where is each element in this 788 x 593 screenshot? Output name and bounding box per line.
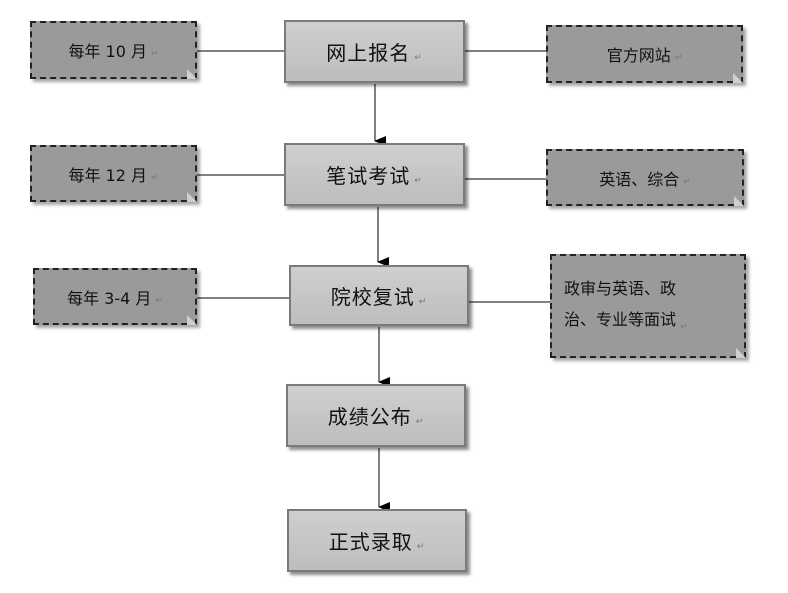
note-timing-march-april: 每年 3-4 月↵ [33,268,197,325]
note-line: 治、专业等面试↵ [564,304,688,339]
paragraph-mark-icon: ↵ [418,296,428,307]
paragraph-mark-icon: ↵ [683,176,691,187]
paragraph-mark-icon: ↵ [151,49,159,59]
note-detail-exam-subjects: 英语、综合↵ [546,149,744,206]
note-line: 政审与英语、政 [564,273,676,304]
note-label: 英语、综合 [599,169,680,189]
step-written-exam: 笔试考试↵ [284,143,465,206]
paragraph-mark-icon: ↵ [414,175,423,186]
note-label: 每年 3-4 月 [67,288,152,308]
note-label: 每年 12 月 [68,165,147,185]
paragraph-mark-icon: ↵ [151,172,159,183]
paragraph-mark-icon: ↵ [155,295,163,306]
step-results-announcement: 成绩公布↵ [286,384,466,447]
paragraph-mark-icon: ↵ [674,53,683,63]
step-label: 院校复试 [330,285,415,309]
step-label: 成绩公布 [327,405,412,429]
paragraph-mark-icon: ↵ [416,541,426,552]
step-label: 笔试考试 [326,164,411,188]
note-detail-interview-content: 政审与英语、政 治、专业等面试↵ [550,254,746,358]
step-label: 正式录取 [328,530,413,554]
step-university-reexam: 院校复试↵ [289,265,469,326]
note-timing-october: 每年 10 月 ↵ [30,21,197,79]
note-label: 官方网站 [606,46,671,65]
note-detail-official-website: 官方网站↵ [546,25,743,83]
paragraph-mark-icon: ↵ [414,52,423,63]
note-label: 每年 10 月 [68,42,147,61]
note-line-text: 政审与英语、政 [564,279,677,298]
step-label: 网上报名 [326,41,411,65]
paragraph-mark-icon: ↵ [415,416,425,427]
step-online-registration: 网上报名↵ [284,20,465,83]
note-timing-december: 每年 12 月 ↵ [30,145,197,202]
paragraph-mark-icon: ↵ [680,322,688,332]
step-formal-admission: 正式录取↵ [287,509,467,572]
note-line-text: 治、专业等面试 [564,310,677,329]
